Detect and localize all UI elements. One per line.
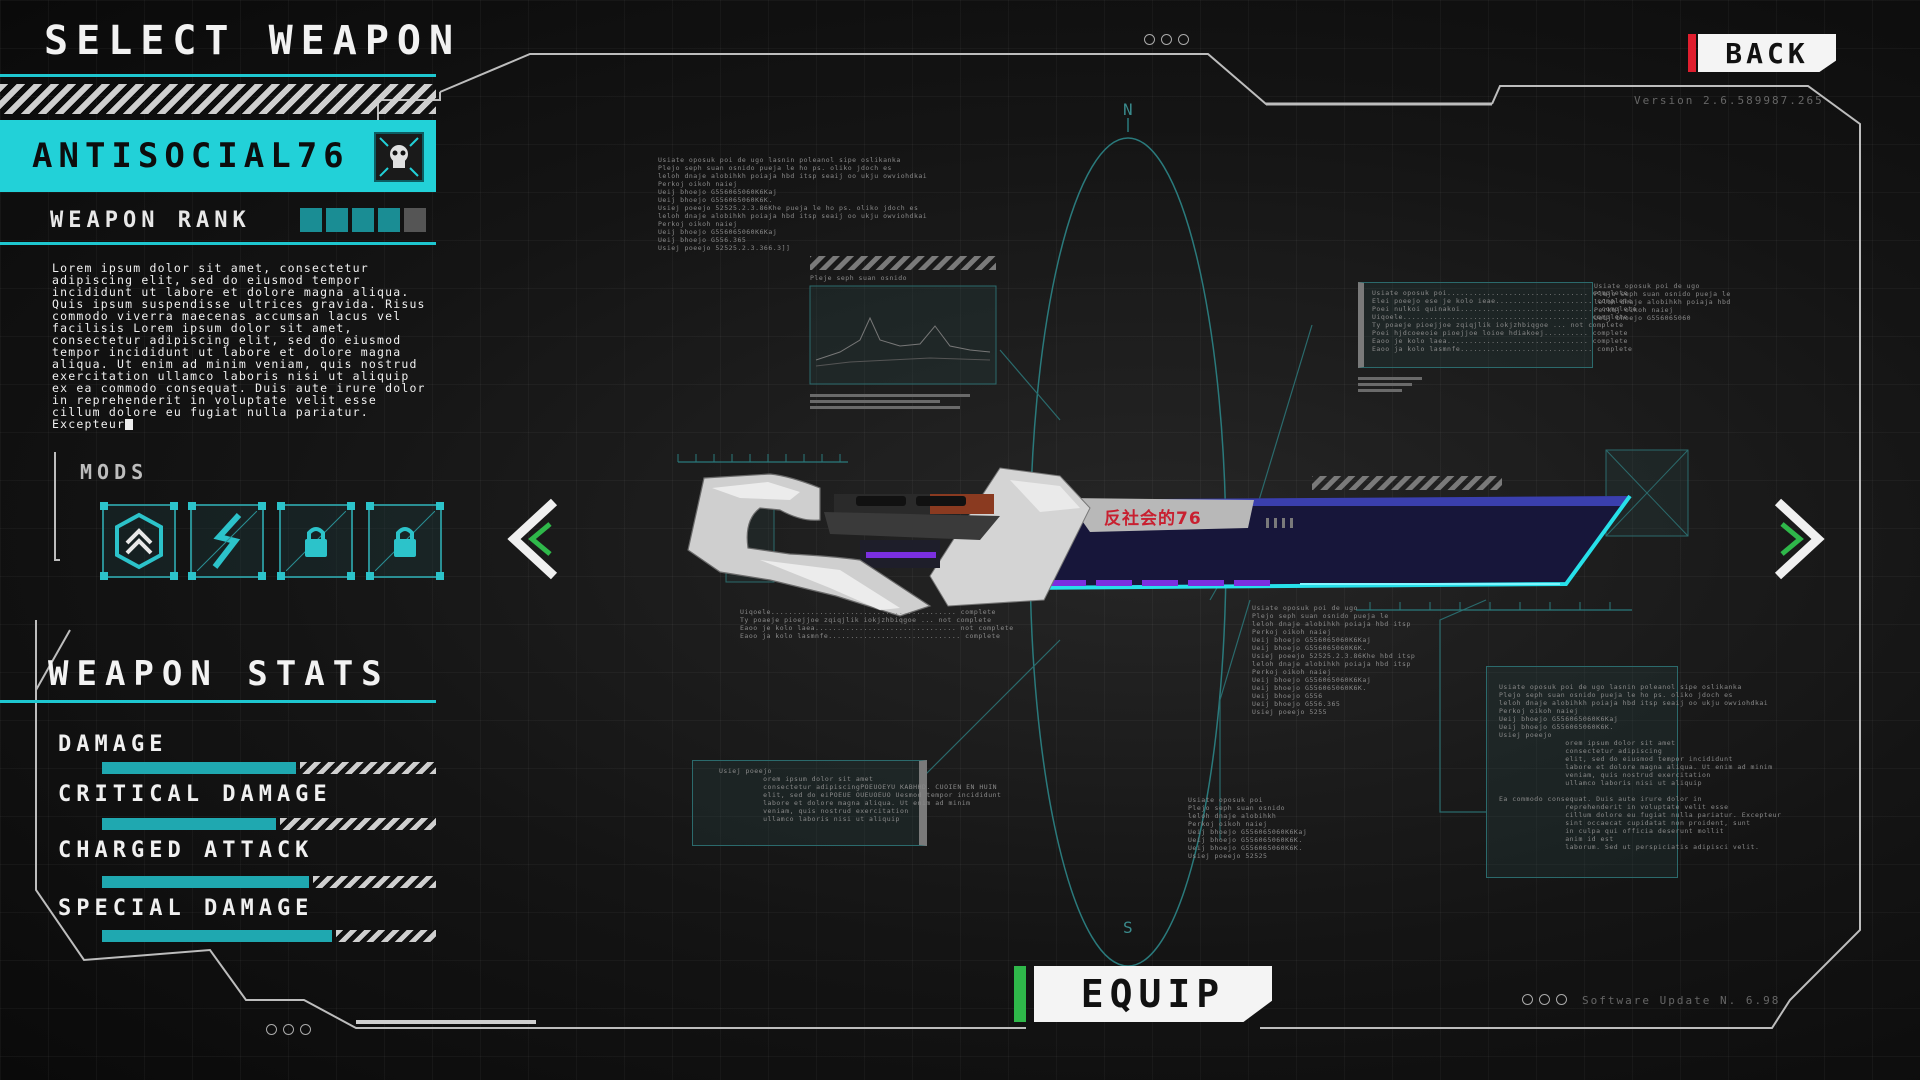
pagination-dots-top <box>1144 34 1189 45</box>
stat-label-damage: DAMAGE <box>58 732 168 757</box>
slot-corner <box>188 502 196 510</box>
status-panel-top-right: Usiate oposuk poi.......................… <box>1358 282 1636 368</box>
slot-corner <box>170 572 178 580</box>
next-weapon-arrow-icon[interactable] <box>1774 498 1826 580</box>
stat-label-charged-attack: CHARGED ATTACK <box>58 838 314 863</box>
stat-label-critical-damage: CRITICAL DAMAGE <box>58 782 332 807</box>
slot-corner <box>436 572 444 580</box>
slot-corner <box>258 572 266 580</box>
slot-corner <box>366 572 374 580</box>
stat-bar-critical-damage <box>102 818 436 830</box>
stat-fill <box>102 762 296 774</box>
title-underline <box>0 74 436 77</box>
previous-weapon-arrow-icon[interactable] <box>506 498 558 580</box>
data-panel-top-left: Usiate oposuk poi de ugo lasnin poleanol… <box>658 156 928 252</box>
rank-block <box>326 208 348 232</box>
stats-underline <box>0 700 436 703</box>
stat-bar-special-damage <box>102 930 436 942</box>
status-panel-side: Usiate oposuk poi de ugo Plejo seph suan… <box>1594 282 1731 322</box>
mods-label: MODS <box>80 460 149 484</box>
stat-fill <box>102 930 333 942</box>
weapon-rank-label: WEAPON RANK <box>50 208 251 233</box>
software-update-label: Software Update N. 6.98 <box>1582 994 1781 1007</box>
slot-corner <box>188 572 196 580</box>
pagination-dots-left <box>266 1024 311 1035</box>
weapon-name: ANTISOCIAL76 <box>32 136 350 176</box>
weapon-model <box>687 467 1632 617</box>
hatch-strip <box>0 84 436 114</box>
info-panel-bottom-right: Usiate oposuk poi de ugo lasnin poleanol… <box>1486 666 1781 878</box>
stat-label-special-damage: SPECIAL DAMAGE <box>58 896 314 921</box>
stat-bar-damage <box>102 762 436 774</box>
slot-corner <box>170 502 178 510</box>
weapon-rank-meter <box>300 208 426 232</box>
weapon-name-bar: ANTISOCIAL76 <box>0 120 436 192</box>
data-panel-center: Usiate oposuk poi de ugo Plejo seph suan… <box>1252 604 1416 716</box>
slot-corner <box>347 502 355 510</box>
slot-corner <box>366 502 374 510</box>
slot-corner <box>277 572 285 580</box>
back-button[interactable]: BACK <box>1698 34 1836 72</box>
rank-chevron-icon <box>115 512 163 570</box>
slot-corner <box>347 572 355 580</box>
compass-north: N <box>1123 100 1133 119</box>
version-label: Version 2.6.589987.265 <box>1634 94 1824 107</box>
pagination-dots-bottom-right <box>1522 994 1567 1005</box>
rank-block <box>378 208 400 232</box>
stat-fill <box>102 818 276 830</box>
stat-fill <box>102 876 310 888</box>
stat-hatch <box>336 930 436 942</box>
data-panel-bottom-center: Usiate oposuk poi Plejo seph suan osnido… <box>1188 796 1308 860</box>
back-button-accent <box>1688 34 1696 72</box>
slot-corner <box>100 502 108 510</box>
chart-panel-title: Pleje seph suan osnido <box>810 274 908 282</box>
stat-bar-charged-attack <box>102 876 436 888</box>
weapon-description: Lorem ipsum dolor sit amet, consectetur … <box>52 261 426 431</box>
mod-slot-3[interactable] <box>277 502 355 580</box>
lightning-icon <box>197 511 257 571</box>
equip-button-accent <box>1014 966 1026 1022</box>
compass-south: S <box>1123 918 1133 937</box>
rank-block <box>404 208 426 232</box>
mod-slot-1[interactable] <box>100 502 178 580</box>
blade-inscription: 反社会的76 <box>1104 509 1202 529</box>
weapon-stats-title: WEAPON STATS <box>48 654 390 694</box>
stat-hatch <box>279 818 436 830</box>
status-panel-center: Uiqoele.................................… <box>740 608 1014 640</box>
stat-hatch <box>313 876 436 888</box>
slot-corner <box>100 572 108 580</box>
page-title: SELECT WEAPON <box>44 18 462 64</box>
info-panel-bottom-left: Usiej poeejo orem ipsum dolor sit amet c… <box>692 760 1001 846</box>
stat-hatch <box>299 762 436 774</box>
slot-corner <box>436 502 444 510</box>
slot-corner <box>277 502 285 510</box>
mod-slot-4[interactable] <box>366 502 444 580</box>
rank-block <box>352 208 374 232</box>
skull-emblem-icon <box>374 132 424 182</box>
slot-corner <box>258 502 266 510</box>
lock-icon <box>286 511 346 571</box>
mod-slot-2[interactable] <box>188 502 266 580</box>
lock-icon <box>375 511 435 571</box>
rank-underline <box>0 242 436 245</box>
equip-button[interactable]: EQUIP <box>1034 966 1272 1022</box>
rank-block <box>300 208 322 232</box>
